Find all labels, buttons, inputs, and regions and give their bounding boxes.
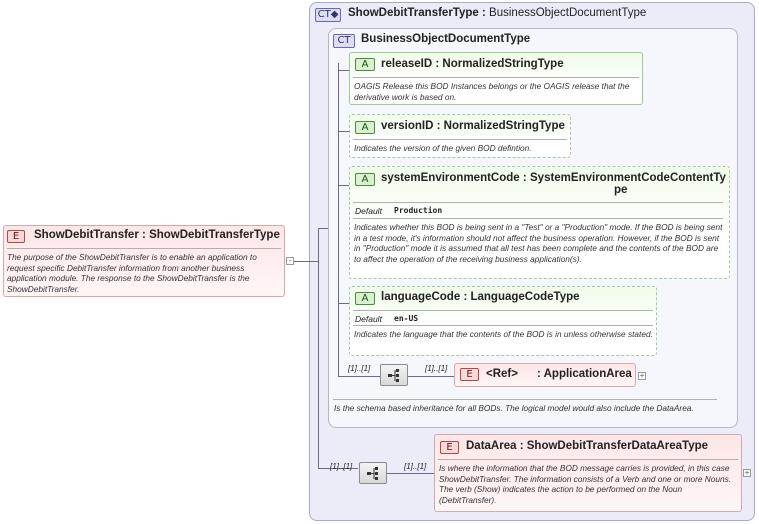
complex-type-icon: CT [333, 34, 355, 48]
occurrence-label: [1]..[1] [404, 462, 427, 471]
connector-line [338, 376, 380, 377]
data-area-name: DataArea [466, 440, 517, 452]
attribute-title: releaseID : NormalizedStringType [381, 58, 564, 70]
attribute-title: versionID : NormalizedStringType [381, 120, 565, 132]
default-label: Default [355, 206, 382, 216]
connector-line [338, 303, 350, 304]
connector-line [318, 228, 328, 229]
element-icon: E [460, 368, 479, 381]
separator: : [537, 368, 541, 380]
divider [353, 77, 639, 78]
element-icon: E [7, 230, 25, 243]
separator: : [519, 440, 524, 452]
separator: : [142, 229, 146, 241]
attribute-type: LanguageCodeType [470, 291, 580, 303]
outer-type-name: ShowDebitTransferType [348, 7, 479, 19]
attribute-card-languageCode[interactable] [349, 286, 657, 356]
occurrence-label: [1]..[1] [330, 462, 353, 471]
occurrence-label: [1]..[1] [425, 364, 448, 373]
collapse-button[interactable]: - [286, 256, 294, 265]
complex-type-icon: CT◆ [315, 8, 341, 22]
data-area-type: ShowDebitTransferDataAreaType [526, 440, 709, 452]
attribute-card-systemEnvironmentCode[interactable] [349, 166, 730, 279]
attribute-type-continued: pe [614, 184, 628, 196]
divider [353, 202, 723, 203]
sequence-compositor[interactable] [359, 462, 387, 484]
data-area-description: Is where the information that the BOD me… [439, 463, 732, 505]
default-label: Default [355, 314, 382, 324]
attribute-card-versionID[interactable] [349, 114, 571, 158]
separator: : [435, 58, 440, 70]
attribute-card-releaseID[interactable] [349, 52, 643, 105]
connector-line [338, 70, 350, 71]
expand-button[interactable]: + [743, 468, 751, 477]
application-area-title: : ApplicationArea [537, 368, 632, 380]
attribute-description: Indicates the language that the contents… [354, 329, 653, 339]
data-area-card[interactable] [434, 434, 742, 512]
default-value: Production [394, 206, 443, 215]
attribute-description: Indicates the version of the given BOD d… [354, 143, 532, 153]
root-element-title: ShowDebitTransfer : ShowDebitTransferTyp… [34, 229, 280, 241]
connector-line [338, 131, 350, 132]
application-area-ref-card[interactable] [454, 363, 636, 387]
divider [353, 218, 723, 219]
default-value: en-US [394, 314, 419, 323]
attribute-name: versionID [381, 120, 434, 132]
divider [438, 459, 738, 460]
sequence-icon [367, 467, 378, 480]
attribute-icon: A [355, 292, 375, 305]
occurrence-label: [1]..[1] [348, 364, 371, 373]
attribute-title: systemEnvironmentCode : [381, 172, 527, 184]
attribute-type: NormalizedStringType [443, 120, 565, 132]
data-area-title: DataArea : ShowDebitTransferDataAreaType [466, 440, 708, 452]
inner-type-title: BusinessObjectDocumentType [361, 33, 531, 45]
separator: : [522, 172, 527, 184]
element-icon: E [440, 441, 459, 454]
application-area-ref: <Ref> [486, 368, 518, 380]
expand-button[interactable]: + [638, 371, 646, 380]
attribute-icon: A [355, 121, 375, 134]
sequence-compositor[interactable] [380, 364, 408, 386]
divider [353, 310, 653, 311]
attribute-type: SystemEnvironmentCodeContentTy [530, 172, 726, 184]
separator: : [482, 7, 486, 19]
root-element-type: ShowDebitTransferType [149, 229, 280, 241]
connector-line [294, 261, 318, 262]
root-element-name: ShowDebitTransfer [34, 229, 139, 241]
connector-line [408, 376, 454, 377]
attribute-icon: A [355, 173, 375, 186]
connector-line [338, 185, 350, 186]
root-element-description: The purpose of the ShowDebitTransfer is … [7, 252, 257, 294]
divider [333, 399, 717, 400]
inner-type-description: Is the schema based inheritance for all … [334, 403, 694, 413]
attribute-name: systemEnvironmentCode [381, 172, 520, 184]
separator: : [463, 291, 468, 303]
divider [353, 139, 567, 140]
attribute-type: NormalizedStringType [442, 58, 564, 70]
divider [353, 325, 653, 326]
connector-line [318, 228, 319, 468]
root-element-card[interactable] [3, 225, 285, 297]
complex-type-badge-text: CT [317, 9, 331, 20]
attribute-name: languageCode [381, 291, 461, 303]
separator: : [436, 120, 441, 132]
connector-line [318, 468, 358, 469]
attribute-name: releaseID [381, 58, 433, 70]
connector-line [338, 63, 339, 376]
divider [7, 248, 281, 249]
application-area-name: ApplicationArea [543, 368, 632, 380]
outer-type-title: ShowDebitTransferType : BusinessObjectDo… [348, 7, 646, 19]
sequence-icon [388, 369, 399, 382]
attribute-description: OAGIS Release this BOD Instances belongs… [354, 81, 630, 102]
attribute-icon: A [355, 58, 375, 71]
connector-line [387, 473, 434, 474]
attribute-title: languageCode : LanguageCodeType [381, 291, 580, 303]
outer-type-base: BusinessObjectDocumentType [489, 7, 647, 19]
attribute-description: Indicates whether this BOD is being sent… [354, 222, 723, 264]
